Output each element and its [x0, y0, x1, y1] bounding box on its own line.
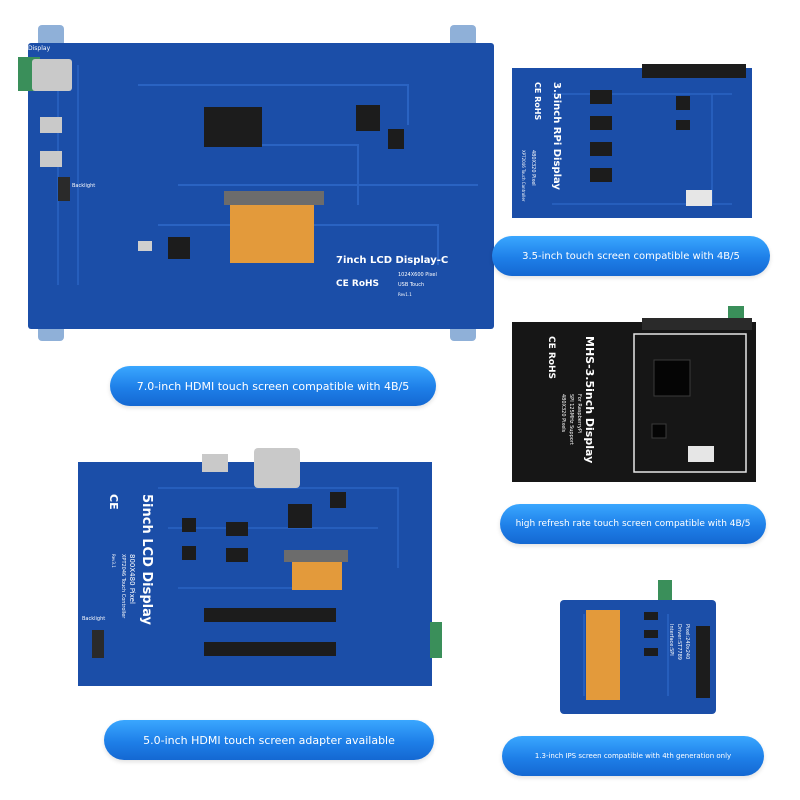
lcd5-rev: Rev3.1 — [111, 554, 116, 568]
mhs35-line1: For RaspberryPi — [576, 394, 582, 434]
rpi35-board: 3.5inch RPi Display CE RoHS 480X320 Pixe… — [512, 64, 752, 220]
caption-lcd7: 7.0-inch HDMI touch screen compatible wi… — [110, 366, 436, 406]
ips13-line1: Pixel:240x240 — [684, 624, 690, 660]
ips13-line2: Driver:ST7789 — [676, 624, 682, 660]
mhs35-title: MHS-3.5inch Display — [583, 336, 596, 464]
caption-lcd5: 5.0-inch HDMI touch screen adapter avail… — [104, 720, 434, 760]
caption-rpi35: 3.5-inch touch screen compatible with 4B… — [492, 236, 770, 276]
rpi35-resolution: 480X320 Pixel — [530, 150, 536, 186]
ips13-board: Pixel:240x240 Driver:ST7789 Interface:SP… — [558, 580, 718, 716]
lcd5-title: 5inch LCD Display — [139, 494, 154, 625]
mhs35-line2: SPI 125MHz Support — [568, 394, 574, 445]
mhs35-marks: CE RoHS — [546, 336, 556, 380]
lcd7-resolution: 1024X600 Pixel — [398, 272, 437, 278]
lcd7-switch-label: Backlight — [72, 183, 96, 189]
lcd7-touch: USB Touch — [398, 282, 425, 288]
lcd7-board: Display Backlight 7inch LCD Display-C CE… — [18, 25, 498, 345]
caption-ips13: 1.3-inch IPS screen compatible with 4th … — [502, 736, 764, 776]
lcd5-touch: XPT2046 Touch Controller — [120, 554, 126, 619]
rpi35-touch: XPT2046 Touch Controller — [521, 150, 526, 202]
mhs35-line3: 480X320 Pixels — [560, 394, 566, 433]
rpi35-marks: CE RoHS — [533, 82, 542, 121]
lcd7-title: 7inch LCD Display-C — [336, 255, 449, 266]
lcd7-rev: Rev1.1 — [398, 292, 412, 297]
caption-mhs35: high refresh rate touch screen compatibl… — [500, 504, 766, 544]
lcd7-port-label: Display — [28, 45, 51, 52]
lcd5-resolution: 800X480 Pixel — [128, 554, 136, 604]
rpi35-title: 3.5inch RPi Display — [551, 82, 562, 190]
lcd5-marks: CE — [107, 494, 120, 510]
mhs35-board: MHS-3.5inch Display For RaspberryPi SPI … — [512, 306, 756, 482]
lcd7-marks: CE RoHS — [336, 279, 380, 289]
lcd5-board: 5inch LCD Display 800X480 Pixel XPT2046 … — [78, 448, 444, 690]
lcd5-switch-label: Backlight — [82, 616, 106, 622]
ips13-line3: Interface:SPI — [668, 624, 674, 656]
